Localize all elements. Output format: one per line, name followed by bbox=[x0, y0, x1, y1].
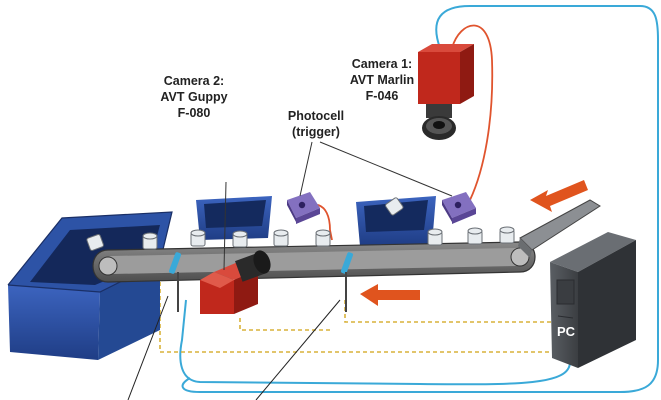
photocell-left bbox=[287, 192, 320, 224]
photocell-label-line1: Photocell bbox=[288, 109, 344, 123]
camera1-label-line3: F-046 bbox=[366, 89, 399, 103]
part-falling bbox=[385, 197, 404, 216]
arrow-belt bbox=[360, 284, 420, 306]
arrow-top-right bbox=[530, 180, 588, 212]
chute-pusher bbox=[518, 199, 601, 258]
part bbox=[427, 228, 443, 246]
camera2-device bbox=[200, 181, 271, 314]
photocell-leader-lines bbox=[299, 141, 453, 197]
camera2-label-line1: Camera 2: bbox=[164, 74, 224, 88]
camera2-label-line2: AVT Guppy bbox=[160, 90, 227, 104]
sensor-rod-right bbox=[340, 252, 354, 312]
part bbox=[499, 226, 515, 244]
conveyor-belt bbox=[92, 241, 536, 283]
middle-bin-left bbox=[196, 196, 272, 240]
part bbox=[190, 229, 206, 247]
photocell-label-line2: (trigger) bbox=[292, 125, 340, 139]
middle-bin-right bbox=[356, 196, 436, 246]
camera2-label: Camera 2: AVT Guppy F-080 bbox=[160, 74, 227, 120]
cable-blue-camera1-pc bbox=[181, 5, 659, 393]
part-in-left-bin bbox=[86, 234, 104, 251]
part bbox=[467, 227, 483, 245]
photocell-label: Photocell (trigger) bbox=[288, 109, 344, 139]
conveyor-parts bbox=[86, 197, 515, 251]
photocell-right bbox=[442, 192, 476, 224]
camera2-label-line3: F-080 bbox=[178, 106, 211, 120]
part bbox=[232, 230, 248, 248]
bottom-leader-lines bbox=[127, 295, 341, 400]
camera1-label-line1: Camera 1: bbox=[352, 57, 412, 71]
camera1-label: Camera 1: AVT Marlin F-046 bbox=[350, 57, 414, 103]
pc-label: PC bbox=[557, 324, 576, 339]
pc-tower: PC bbox=[550, 232, 636, 368]
part bbox=[142, 232, 158, 250]
sensor-rod-left bbox=[168, 252, 182, 312]
cable-blue-pc-loop bbox=[179, 299, 571, 386]
part bbox=[315, 229, 331, 247]
part bbox=[273, 229, 289, 247]
camera1-label-line2: AVT Marlin bbox=[350, 73, 414, 87]
camera1-device bbox=[418, 44, 474, 140]
